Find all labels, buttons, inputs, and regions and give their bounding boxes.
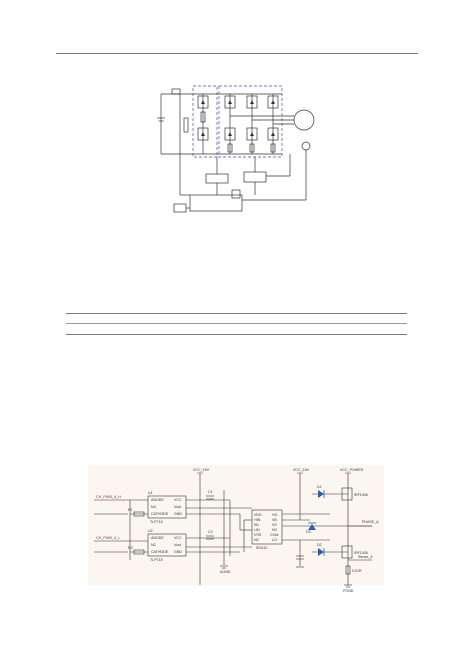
- driver-pin-lo: LO: [272, 538, 277, 542]
- opto-u1-pin2: NC: [151, 505, 157, 509]
- diode-label-d3: D3: [306, 530, 311, 534]
- cap-label-c2: C2: [208, 530, 213, 534]
- input-label-a-high: CH_PWM_A_H: [96, 495, 121, 499]
- mosfet-label-q2: IRF1405: [354, 551, 368, 555]
- vcc-power-label: VCC_POWER: [340, 468, 364, 472]
- vcc-label-1: VCC_15V: [193, 468, 210, 472]
- opto-u1-pin4: VCC: [174, 498, 182, 502]
- opto-u1-pin6: GND: [174, 512, 182, 516]
- header-rule: [56, 53, 418, 54]
- sense-resistor-label: 0.01R: [352, 569, 362, 573]
- input-label-a-low: CH_PWM_A_L: [96, 536, 120, 540]
- driver-pin-nc-left: NC: [254, 538, 260, 542]
- opto-u2-part: TLP715: [150, 558, 163, 562]
- opto-u1-name: U1: [148, 491, 153, 495]
- driver-pin-hin: HIN: [254, 518, 261, 522]
- cap-label-c1: C1: [208, 490, 213, 494]
- sense-a-label: Sense_A: [358, 555, 373, 559]
- table-top-rule: [66, 313, 407, 314]
- driver-pin-vss: VSS: [254, 533, 262, 537]
- driver-pin-vs: VS: [272, 523, 277, 527]
- driver-pin-sd: SD: [254, 523, 259, 527]
- opto-u1-pin1: ANODE: [151, 498, 164, 502]
- opto-u2-name: U2: [148, 529, 153, 533]
- phase-a-label: PHASE_A: [362, 520, 379, 524]
- opto-u2-pin5: Vout: [174, 543, 181, 547]
- mosfet-label-q1: IRF1405: [354, 493, 368, 497]
- resistor-label-r1: R1: [128, 508, 133, 512]
- driver-pin-lin: LIN: [254, 528, 260, 532]
- table-mid-rule: [66, 323, 407, 324]
- driver-part: IR2110: [256, 546, 267, 550]
- opto-u2-pin6: GND: [174, 550, 182, 554]
- opto-u2-pin3: CATHODE: [151, 550, 169, 554]
- driver-pin-com: COM: [270, 533, 278, 537]
- driver-pin-ho: HO: [272, 513, 278, 517]
- opto-u1-part: TLP715: [150, 520, 163, 524]
- driver-pin-vb: VB: [272, 518, 277, 522]
- opto-u2-pin1: ANODE: [151, 536, 164, 540]
- resistor-label-r2: R2: [128, 546, 133, 550]
- driver-pin-vdd: VDD: [254, 513, 262, 517]
- driver-pin-nc-right: NC: [272, 528, 278, 532]
- opto-u2-pin4: VCC: [174, 536, 182, 540]
- opto-u1-pin3: CATHODE: [151, 512, 169, 516]
- diode-label-d2: D2: [317, 543, 322, 547]
- opto-u1-pin5: Vout: [174, 505, 181, 509]
- table-bottom-rule: [66, 334, 407, 335]
- opto-u2-pin2: NC: [151, 543, 157, 547]
- vcc-label-2: VCC_15V: [293, 468, 310, 472]
- diode-label-d1: D1: [317, 485, 322, 489]
- agnd-label: AGND: [220, 570, 231, 574]
- pgnd-label: PGND: [343, 589, 354, 593]
